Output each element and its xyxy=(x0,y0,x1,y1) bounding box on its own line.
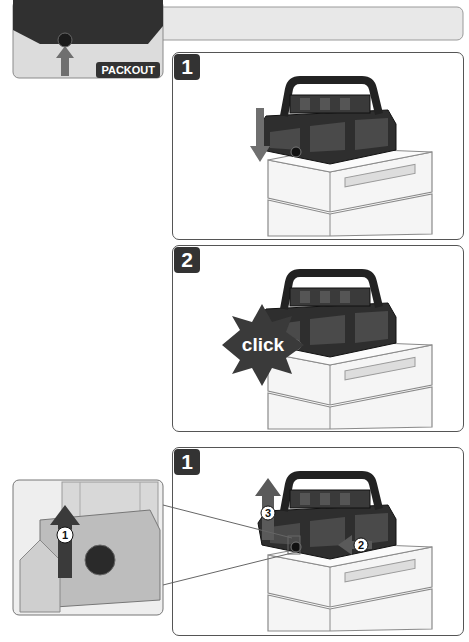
brand-tag: PACKOUT xyxy=(96,62,160,78)
step-panel: 1 xyxy=(172,52,464,240)
callout-number: 3 xyxy=(265,507,271,519)
callout-number: 1 xyxy=(62,529,68,541)
packout-tag-inset: PACKOUT xyxy=(13,0,163,79)
callout-number: 2 xyxy=(358,539,364,551)
step-number: 1 xyxy=(174,449,200,475)
step-number: 2 xyxy=(174,247,200,273)
sound-cue: click xyxy=(242,334,284,356)
step-panel: 2 xyxy=(172,245,464,432)
step-number: 1 xyxy=(174,54,200,80)
step-panel: 1 xyxy=(172,447,464,636)
